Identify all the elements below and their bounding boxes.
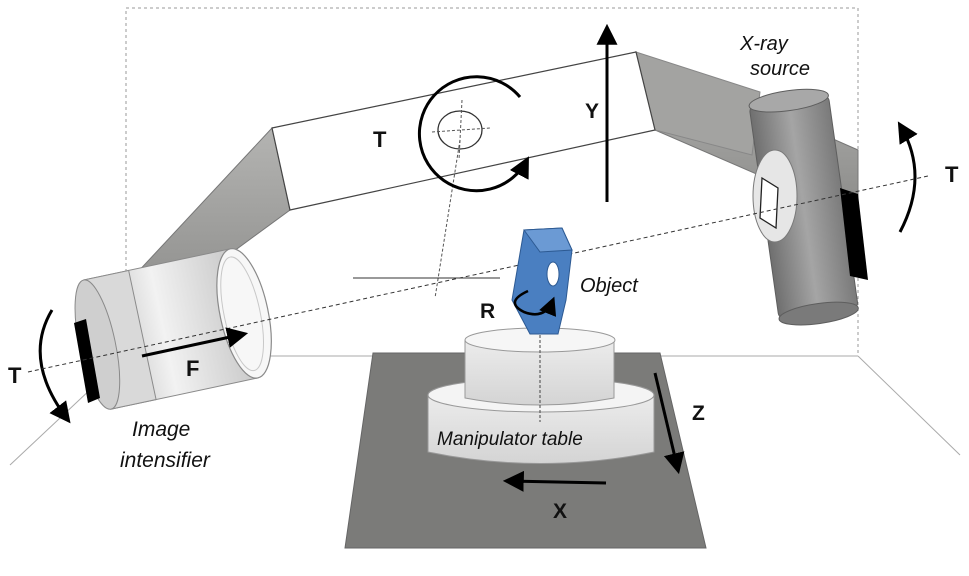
label-xray-line2: source [750,58,810,80]
c-arm-top-beam [271,51,656,211]
label-x: X [553,500,567,523]
label-manipulator: Manipulator table [437,429,583,450]
label-z: Z [692,402,705,425]
object-part [511,227,573,335]
label-t-left: T [8,363,22,388]
z-axis-arrow [653,372,685,475]
label-f: F [186,356,199,381]
label-intensifier-line2: intensifier [120,449,211,472]
image-intensifier [74,248,272,410]
label-r: R [480,300,495,323]
label-intensifier-line1: Image [132,418,190,441]
f-axis-arrow [141,327,249,358]
beam-rotation-axis [431,99,491,299]
label-xray-line1: X-ray [739,33,789,55]
rotation-t-top-arrow [417,75,529,193]
rotation-t-left-arrow [38,309,71,424]
rotation-r-arrow [513,289,557,317]
label-t-right: T [945,162,959,187]
label-y: Y [585,100,599,123]
rotation-t-right-arrow [897,121,918,233]
x-axis-arrow [502,470,607,492]
label-t-top: T [373,127,387,152]
label-object: Object [580,275,639,297]
xray-source [748,88,868,326]
